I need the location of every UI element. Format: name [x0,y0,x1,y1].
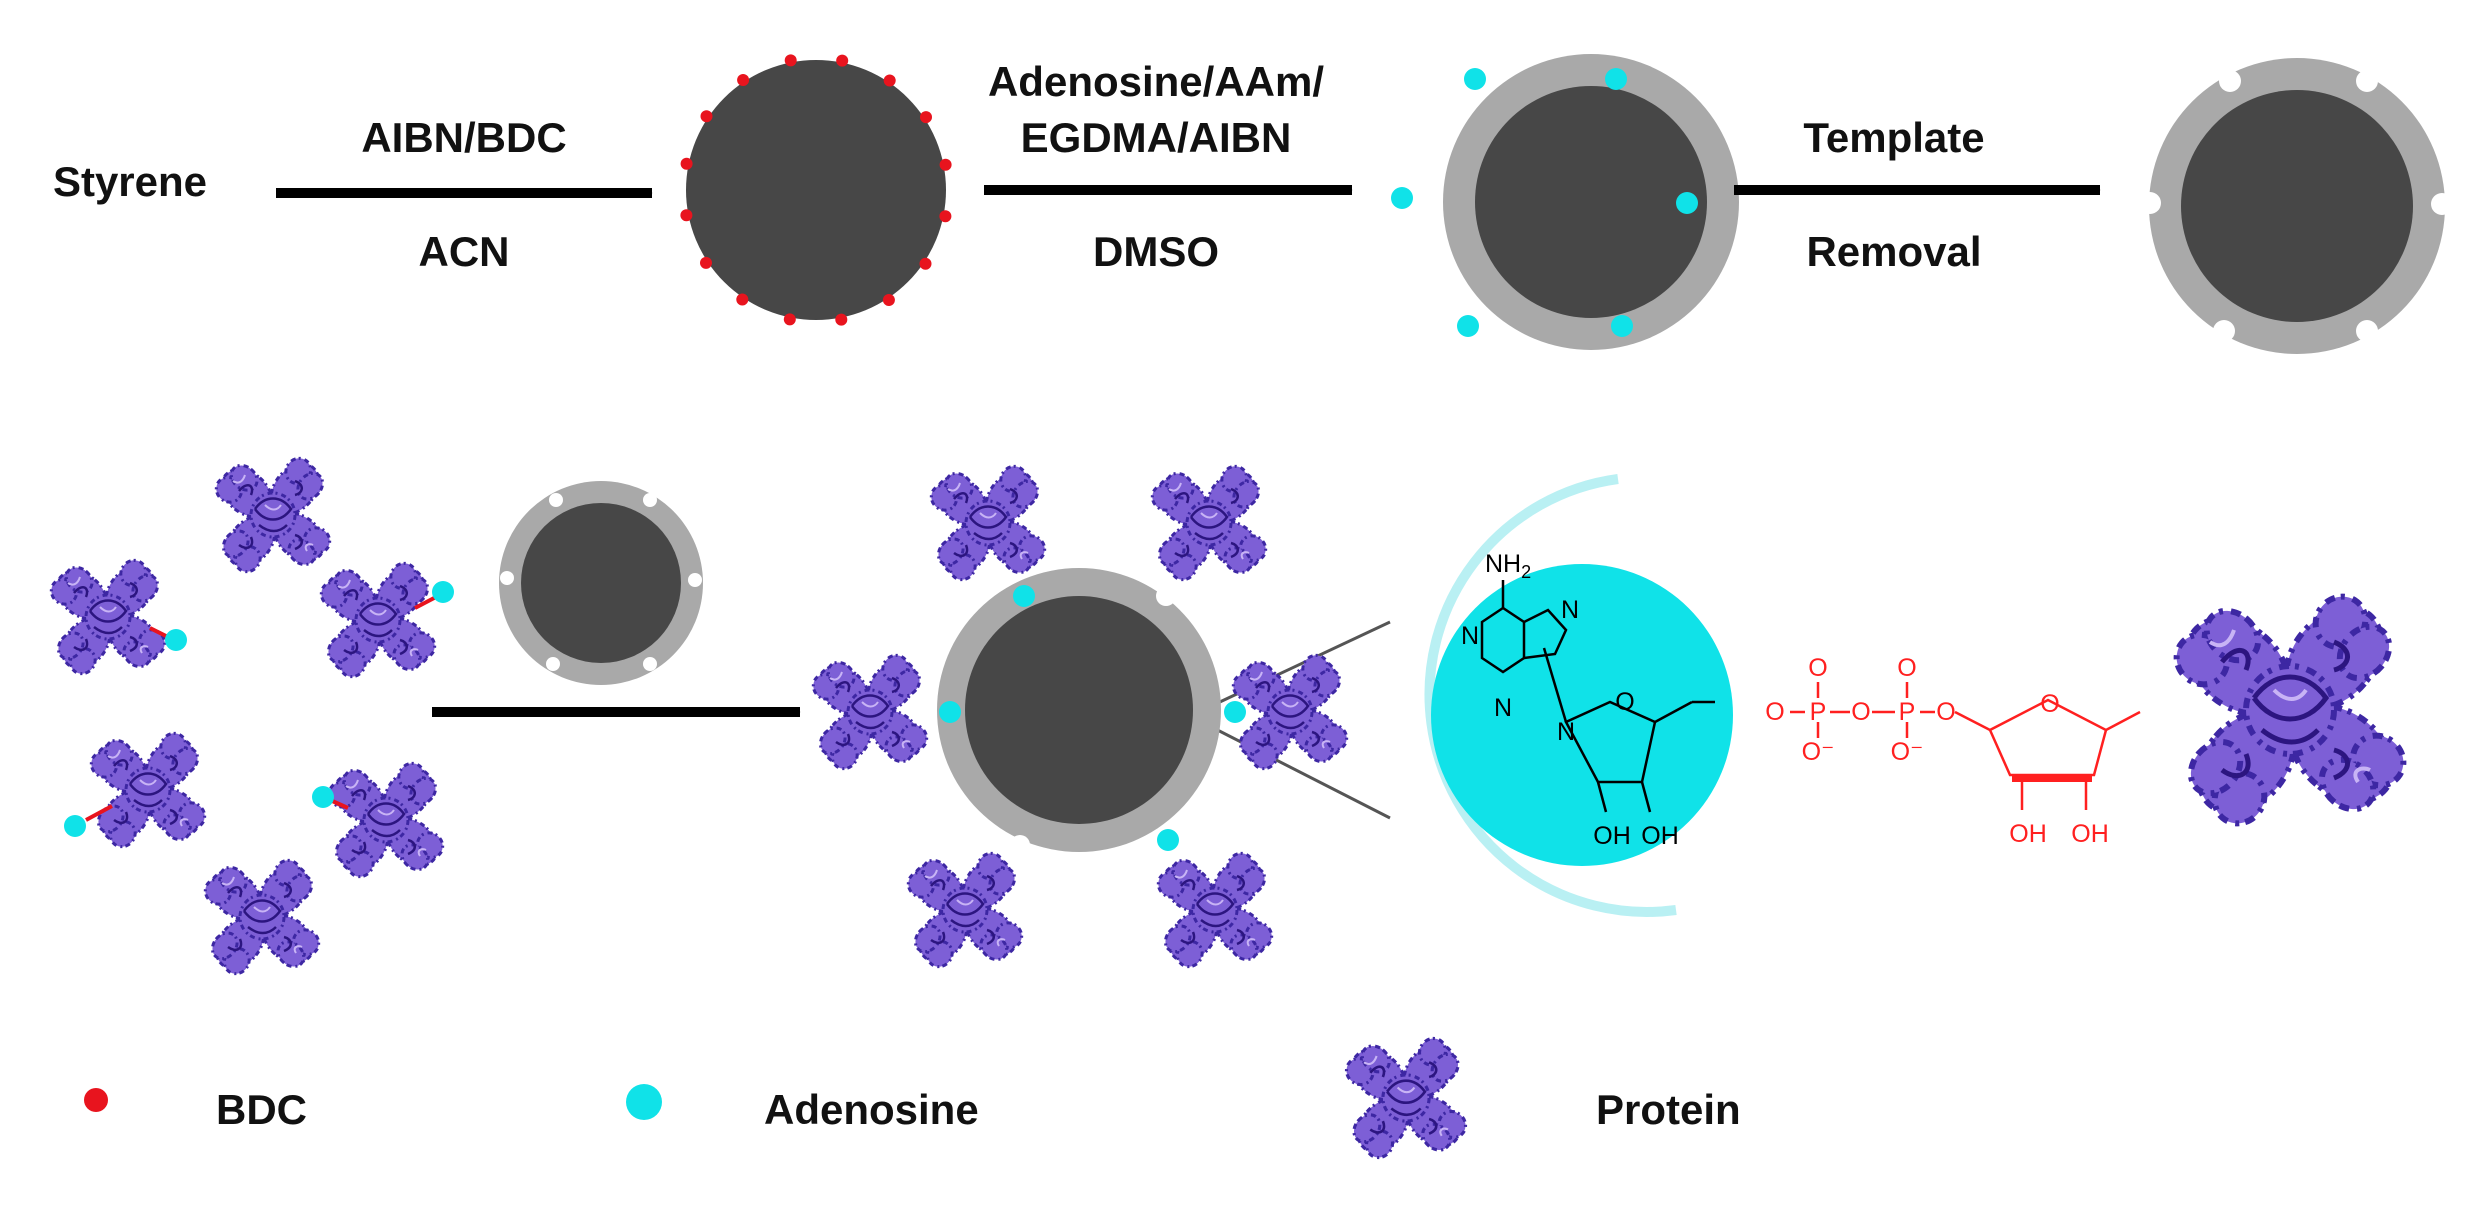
zoom-line [1189,620,1391,718]
svg-text:N: N [1557,718,1575,746]
step1-reagent-label: AIBN/BDC [361,114,566,161]
bdc-dot [882,294,895,306]
protein-icon [86,728,210,852]
adenosine-templates [1391,68,1698,337]
step3-label-top: Template [1803,114,1984,161]
svg-text:O⁻: O⁻ [1802,738,1835,766]
step2-reagent-line2: EGDMA/AIBN [1021,114,1292,161]
bdc-dot [680,157,693,170]
bdc-dot [836,54,849,67]
bdc-dot [700,256,712,269]
tagged-protein [64,728,210,852]
svg-text:OH: OH [2071,820,2109,848]
imprinted-particle [1391,54,1739,350]
bdc-dot [680,209,693,222]
adenosine-structure [1480,580,1715,813]
legend-bdc-label: BDC [216,1086,307,1133]
svg-text:P: P [1810,698,1827,726]
phosphate-linker: O P O O⁻ O P O O⁻ O O OH OH [1765,654,2141,848]
protein-icon [926,461,1050,585]
svg-text:NH2: NH2 [1485,550,1531,582]
svg-text:O: O [2040,690,2059,718]
particle-core [686,60,946,320]
bdc-dot [736,293,749,306]
bdc-dot [939,210,952,223]
protein-icon [903,848,1027,972]
svg-text:P: P [1899,698,1916,726]
svg-text:N: N [1494,694,1512,722]
protein-icon [200,855,324,979]
tagged-protein [46,555,187,679]
bdc-dot [737,74,750,86]
step3-label-bottom: Removal [1806,228,1981,275]
svg-text:O: O [1851,698,1870,726]
svg-text:N: N [1561,596,1579,624]
bdc-dot [784,54,797,67]
free-proteins [46,453,454,979]
small-mip-particle [499,481,703,685]
step1-solvent-label: ACN [419,228,510,275]
svg-text:O: O [1615,688,1634,716]
zoom-cavity [1424,474,1733,917]
protein-icon [316,558,440,682]
bdc-dots [680,54,952,326]
svg-text:O: O [1897,654,1916,682]
svg-text:N: N [1461,622,1479,650]
svg-text:O: O [1765,698,1784,726]
protein-icon [1153,848,1277,972]
protein-icon [46,555,170,679]
bdc-dot [700,110,713,123]
tagged-protein [312,758,448,882]
svg-text:OH: OH [1593,822,1631,850]
step2-solvent-label: DMSO [1093,228,1219,275]
protein-icon [324,758,448,882]
svg-text:OH: OH [2009,820,2047,848]
bdc-dot [835,313,848,326]
adenosine-atom-labels: NH2 N N N N O OH OH [1461,550,1679,850]
svg-text:O: O [1808,654,1827,682]
legend: BDC Adenosine Protein [84,1033,1741,1163]
binding-particle [808,461,1391,972]
protein-icon [808,650,932,774]
bdc-dot [883,74,896,87]
bdc-dot [939,158,952,171]
bdc-particle [680,54,952,326]
bdc-dot [920,111,932,124]
protein-icon [1147,461,1271,585]
svg-text:O: O [1936,698,1955,726]
legend-adenosine-marker [626,1084,662,1120]
legend-bdc-marker [84,1088,108,1112]
empty-cavities [2139,70,2453,342]
zoom-line [1189,714,1391,820]
svg-text:O⁻: O⁻ [1891,738,1924,766]
bound-adenosine [939,585,1246,851]
mip-particle [2139,58,2453,354]
protein-icon [211,453,335,577]
protein-icon [2166,586,2413,833]
step2-reagent-line1: Adenosine/AAm/ [988,58,1324,105]
legend-protein-label: Protein [1596,1086,1741,1133]
styrene-label: Styrene [53,158,207,205]
bdc-dot [783,313,796,326]
protein-icon [1341,1033,1471,1163]
svg-text:OH: OH [1641,822,1679,850]
tagged-protein [316,558,454,682]
bdc-dot [919,257,932,270]
legend-adenosine-label: Adenosine [764,1086,979,1133]
